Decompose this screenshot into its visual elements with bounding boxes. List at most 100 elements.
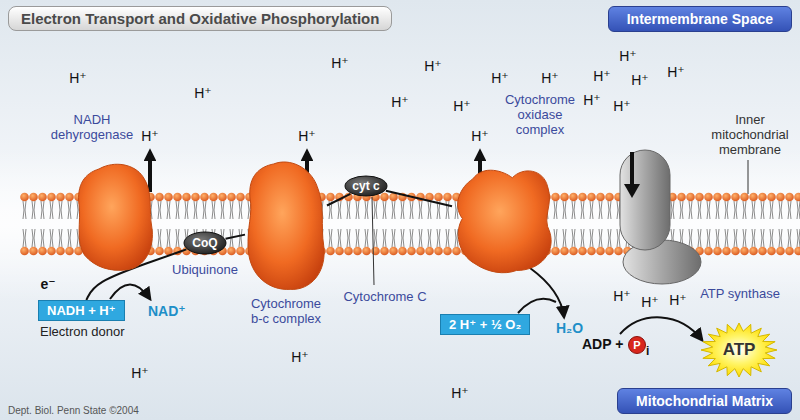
electron-path — [226, 235, 245, 239]
node-text: 2 H⁺ + ½ O₂ — [449, 317, 521, 332]
reactant-box: NADH + H⁺ — [38, 300, 125, 321]
proton-label: H⁺ — [641, 295, 659, 310]
protein-complex: Cytochrome oxidase complex — [452, 162, 556, 275]
leader-lines — [372, 160, 748, 285]
blob-shape — [245, 160, 327, 292]
reaction-arrows — [110, 268, 702, 340]
proton-label: H⁺ — [613, 289, 631, 304]
label-holder: NADH dehyrogenase — [42, 112, 142, 142]
label-holder: Cytochrome C — [343, 289, 426, 304]
region-label: Mitochondrial Matrix — [617, 388, 792, 414]
label-holder: H⁺ — [667, 65, 685, 80]
carrier-ellipse: cyt cCytochrome C — [344, 175, 388, 197]
label-holder: Cytochrome b-c complex — [244, 296, 329, 326]
label-holder: H⁺ — [453, 99, 471, 114]
label-holder: H⁺ — [141, 129, 159, 144]
label-holder: H⁺ — [593, 69, 611, 84]
atp-burst: ATP — [700, 322, 778, 378]
carrier-body — [184, 232, 226, 254]
proton-label: H⁺ — [593, 69, 611, 84]
label-holder: H⁺ — [619, 49, 637, 64]
label-holder: ATP synthase — [700, 286, 780, 301]
proton-label: H⁺ — [451, 386, 469, 401]
component-name: Cytochrome C — [343, 289, 426, 304]
proton-label: H⁺ — [631, 73, 649, 88]
label-holder: H⁺ — [613, 99, 631, 114]
burst-shape — [701, 323, 777, 377]
proton-label: H⁺ — [583, 93, 601, 108]
label-holder: P — [633, 338, 640, 353]
phosphate-circle — [629, 337, 646, 354]
label-holder: H⁺ — [331, 56, 349, 71]
title-banner: Electron Transport and Oxidative Phospho… — [8, 6, 392, 31]
label-holder: Dept. Biol. Penn State ©2004 — [8, 403, 139, 418]
region-label: Intermembrane Space — [608, 6, 792, 32]
product-label: H₂O — [556, 321, 583, 336]
label-holder: Electron donor — [40, 324, 125, 339]
label-holder: Inner mitochondrial membrane — [706, 112, 794, 157]
reactant-box: 2 H⁺ + ½ O₂ — [440, 314, 530, 335]
component-name: Cytochrome oxidase complex — [500, 92, 580, 137]
atp-synthase: ATP synthase — [612, 150, 702, 285]
node-text: CoQ — [192, 236, 217, 250]
label-holder: NAD⁺ — [148, 304, 186, 319]
label-holder: Ubiquinone — [172, 262, 238, 277]
label-holder: e⁻ — [40, 277, 55, 292]
label-holder: Cytochrome oxidase complex — [500, 92, 580, 137]
atp-shape — [612, 150, 702, 285]
node-text: ATP — [723, 340, 756, 360]
proton-label: H⁺ — [331, 56, 349, 71]
membrane-glow — [0, 150, 800, 300]
proton-label: H⁺ — [669, 293, 687, 308]
label-holder: H⁺ — [424, 59, 442, 74]
label-holder: H⁺ — [471, 129, 489, 144]
proton-label: H⁺ — [613, 99, 631, 114]
label-holder: H⁺ — [613, 289, 631, 304]
protein-blob — [248, 162, 324, 289]
carrier-body — [345, 176, 387, 196]
label-holder: H⁺ — [291, 350, 309, 365]
product-label: NAD⁺ — [148, 304, 186, 319]
proton-label: H⁺ — [453, 99, 471, 114]
label-holder: H⁺ — [669, 293, 687, 308]
label-holder: H⁺ — [391, 95, 409, 110]
node-text: Mitochondrial Matrix — [636, 393, 773, 409]
subscript-label: i — [646, 344, 649, 359]
proton-inflow-arrow — [630, 152, 634, 186]
synthase-channel — [620, 150, 670, 250]
blob-shape — [452, 162, 556, 275]
component-name: Cytochrome b-c complex — [244, 296, 329, 326]
label-holder: H⁺ — [451, 386, 469, 401]
label-holder: H⁺ — [583, 93, 601, 108]
proton-label: H⁺ — [471, 129, 489, 144]
component-name: NADH dehyrogenase — [42, 112, 142, 142]
proton-label: H⁺ — [391, 95, 409, 110]
proton-label: H⁺ — [491, 71, 509, 86]
protein-complex: Cytochrome b-c complex — [245, 160, 327, 292]
electron-path — [327, 194, 350, 206]
protein-blob — [458, 170, 551, 273]
proton-label: H⁺ — [131, 366, 149, 381]
electron-path — [386, 191, 452, 207]
label-holder: H⁺ — [541, 71, 559, 86]
node-text: NADH + H⁺ — [47, 303, 116, 318]
label-holder: H⁺ — [631, 73, 649, 88]
node-text: cyt c — [352, 179, 379, 193]
component-name: ATP synthase — [700, 286, 780, 301]
carrier-ellipse: CoQUbiquinone — [183, 231, 227, 255]
label-holder: H⁺ — [69, 71, 87, 86]
credit-label: Dept. Biol. Penn State ©2004 — [8, 403, 139, 418]
label-holder: ADP + — [582, 337, 623, 352]
blob-shape — [75, 160, 155, 272]
proton-label: H⁺ — [141, 129, 159, 144]
reactant-label: ADP + — [582, 337, 623, 352]
label-holder: H⁺ — [298, 129, 316, 144]
label-holder: H₂O — [556, 321, 583, 336]
proton-label: H⁺ — [424, 59, 442, 74]
proton-inflow-head — [624, 184, 640, 198]
node-text: Electron Transport and Oxidative Phospho… — [21, 10, 379, 27]
proton-label: H⁺ — [619, 49, 637, 64]
electron-label: e⁻ — [40, 277, 55, 292]
